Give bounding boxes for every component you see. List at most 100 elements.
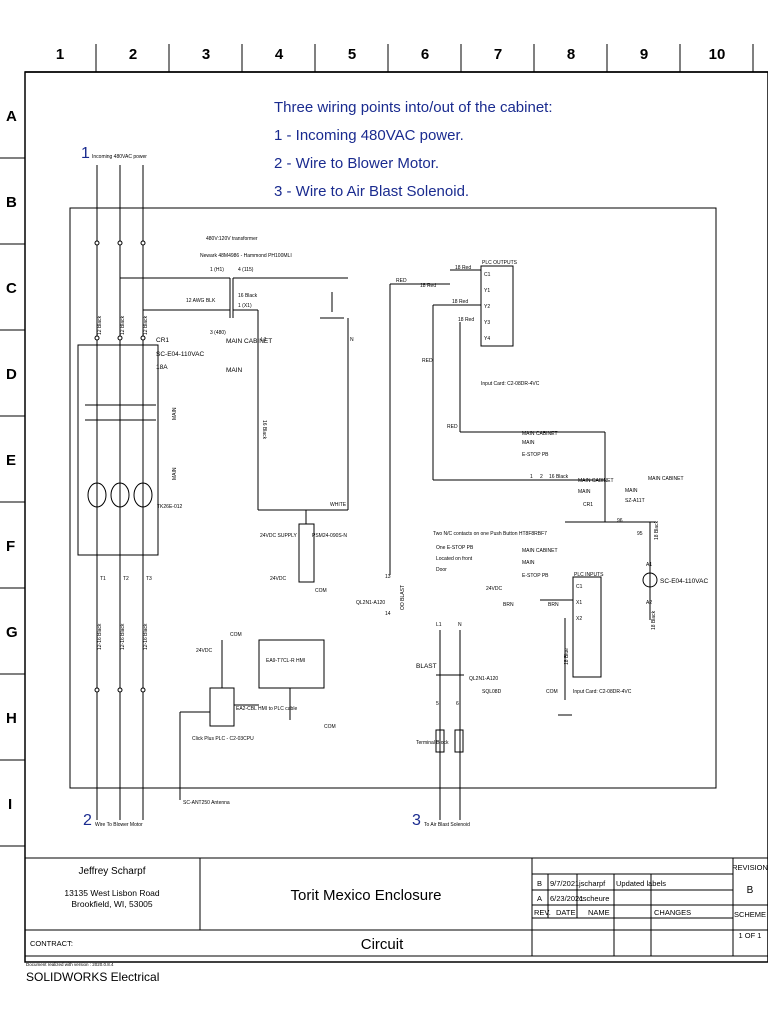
marker-label: Incoming 480VAC power [92,154,147,160]
terminal-label: 4 (115) [238,267,254,273]
plc-inputs-label: PLC INPUTS [574,572,604,578]
row-label: A [6,108,17,125]
wire-label: BRN [548,602,559,608]
line-label: L1 [261,337,267,343]
column-label: 5 [348,46,356,63]
neutral-label: N [458,622,462,628]
drawing-title: Torit Mexico Enclosure [291,887,442,904]
plc-terminal: C1 [576,584,583,590]
control-wiring [389,265,658,820]
row-label: H [6,710,17,727]
contact-num: 14 [385,611,391,617]
wire-label: RED [447,424,458,430]
row-label: C [6,280,17,297]
hmi-plc-symbols [179,639,325,800]
com-label: COM [230,632,242,638]
scheme-value: 1 OF 1 [739,931,762,940]
wire-label: 18 Red [458,317,474,323]
main-label: MAIN [226,367,243,374]
wire-label: 18 Blue [564,648,570,665]
transformer-part: Newark 48M4986 - Hammond PH100MLI [200,253,292,259]
plc-terminal: Y2 [484,304,490,310]
terminal-block-symbol [454,729,464,753]
terminal-num: 6 [456,701,459,707]
main-label: MAIN [172,407,178,420]
contact-num: 95 [637,531,643,537]
wire-label: 12-16 Black [143,623,149,650]
wire-label: BRN [503,602,514,608]
note-line: 2 - Wire to Blower Motor. [274,155,439,172]
wire-label: 12 Black [97,315,103,335]
light-label: OO BLAST [400,585,406,610]
column-label: 7 [494,46,502,63]
plc-terminal: X2 [576,616,582,622]
main-label: MAIN [522,440,535,446]
cabinet-label: MAIN CABINET [648,476,684,482]
column-label: 3 [202,46,210,63]
column-label: 2 [129,46,137,63]
main-label: MAIN [522,560,535,566]
marker-number: 3 [412,812,421,829]
title-block-grid [24,857,768,957]
wire-label: 16 Black [549,474,569,480]
terminal-block-symbol [435,729,445,753]
contact-num: 2 [540,474,543,480]
voltage-label: 24VDC [196,648,213,654]
terminal-num: 5 [436,701,439,707]
marker-number: 2 [83,812,92,829]
wire-label: 12 Black [143,315,149,335]
wire-label: 12-16 Black [97,623,103,650]
name-cell: jscharpf [578,879,606,888]
wire-label: 18 Red [455,265,471,271]
note-line: 3 - Wire to Air Blast Solenoid. [274,183,469,200]
main-label: MAIN [625,488,638,494]
transformer-symbol [229,277,349,511]
cr1-label: CR1 [156,337,169,344]
estop-note: Door [436,567,447,573]
antenna-label: SC-ANT250 Antenna [183,800,230,806]
cabinet-boundary [69,207,717,789]
estop-note: Two N/C contacts on one Push Button HT8F… [433,531,547,537]
cr1-rating: 18A [156,364,168,371]
wire-label: 18 Red [452,299,468,305]
changes-cell: Updated labels [616,879,666,888]
estop-note: One E-STOP PB [436,545,474,551]
plc-terminal: X1 [576,600,582,606]
row-label: D [6,366,17,383]
terminal-label: 1 (X1) [238,303,252,309]
marker-label: Wire To Blower Motor [95,822,143,828]
coil-part: SC-E04-110VAC [660,578,708,585]
column-label: 1 [56,46,64,63]
marker-number: 1 [81,145,90,162]
wire-label: 12 AWG BLK [186,298,216,304]
input-card-label: Input Card: C2-08DR-4VC [573,689,632,695]
name-header: NAME [588,908,610,917]
column-label: 6 [421,46,429,63]
terminal-label: Terminal Block [416,740,449,746]
contract-label: CONTRACT: [30,939,73,948]
plc-label: Click Plus PLC - C2-03CPU [192,736,254,742]
terminal-t3: T3 [146,576,152,582]
column-label: 10 [709,46,726,63]
cr1-ref: CR1 [583,502,593,508]
marker-label: To Air Blast Solenoid [424,822,470,828]
blast-label: BLAST [416,663,437,670]
neutral-label: N [350,337,354,343]
wire-label: 18 Red [420,283,436,289]
plc-terminal: C1 [484,272,491,278]
row-ticks [0,157,25,847]
name-cell: cscheure [579,894,609,903]
psu-com: COM [315,588,327,594]
main-label: MAIN [578,489,591,495]
sheet-border [24,71,768,963]
column-label: 8 [567,46,575,63]
column-ticks [95,44,754,72]
contact-num: 13 [385,574,391,580]
author-name: Jeffrey Scharpf [78,866,145,877]
psu-part: PSM24-090S-N [312,533,347,539]
rev-cell: B [537,879,542,888]
wire-label: 16 Black [261,420,267,440]
rev-cell: A [537,894,542,903]
wire-label: RED [422,358,433,364]
